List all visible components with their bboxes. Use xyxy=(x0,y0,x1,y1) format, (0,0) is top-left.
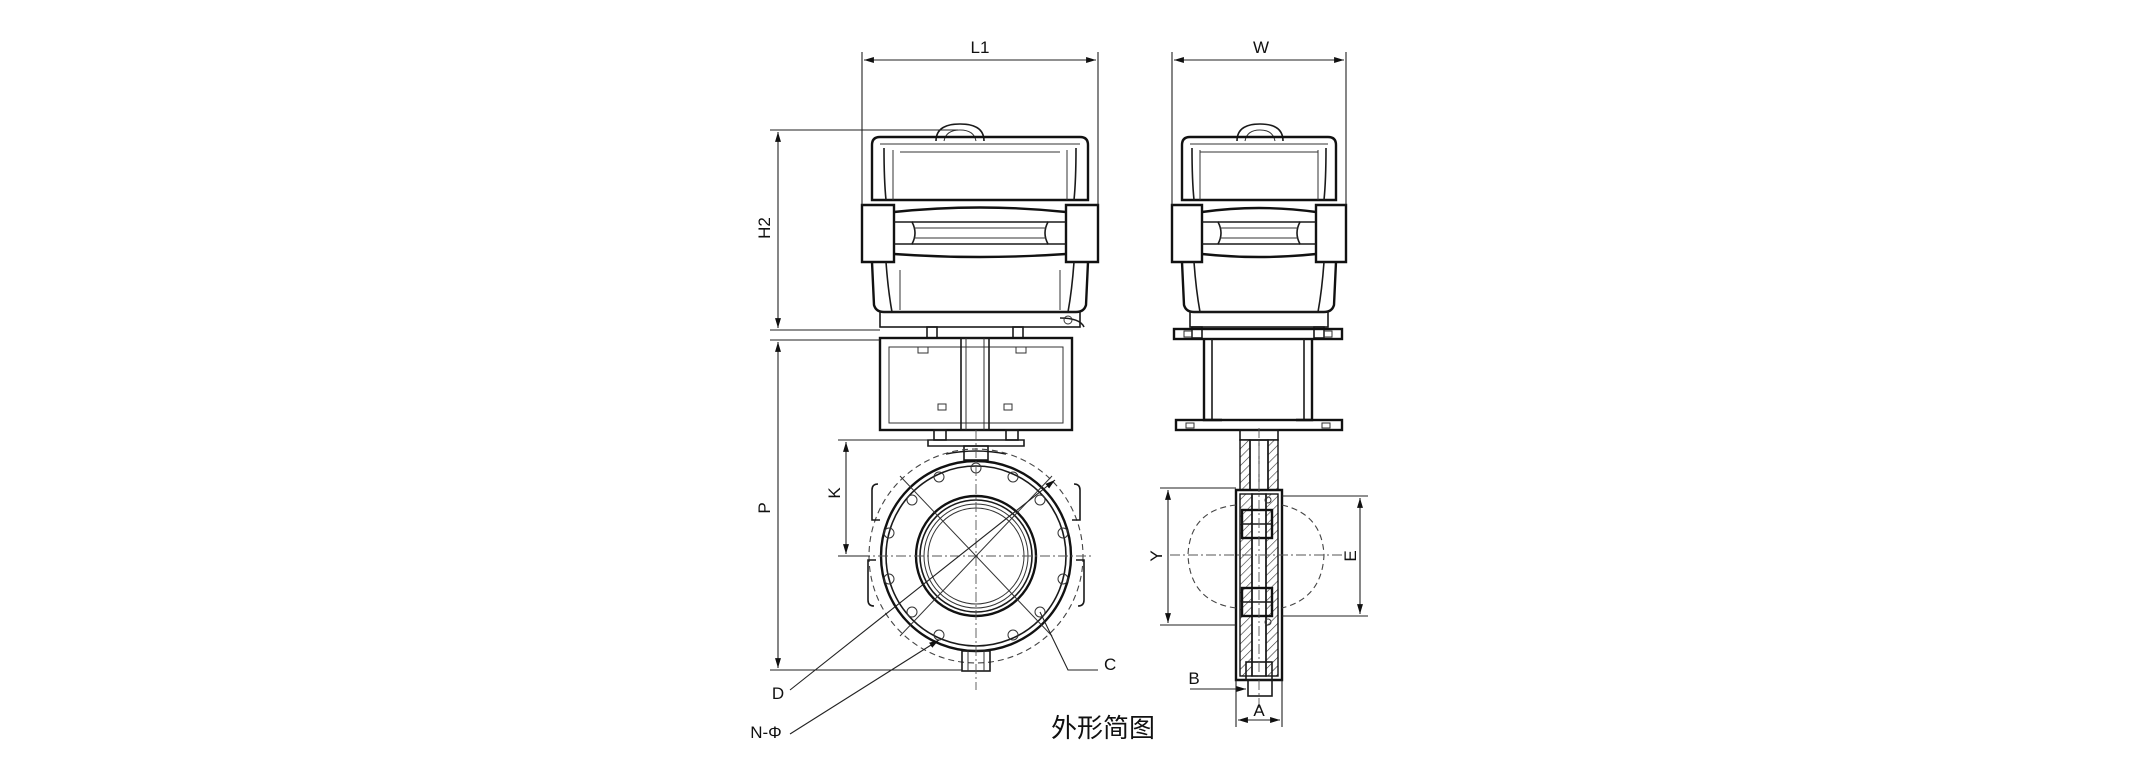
label-n-phi: N-Φ xyxy=(750,723,782,742)
side-actuator-housing xyxy=(1170,123,1348,328)
label-p: P xyxy=(755,502,774,513)
label-l1: L1 xyxy=(971,38,990,57)
front-valve-body xyxy=(860,430,1092,690)
dimension-a: A xyxy=(1235,680,1283,727)
dimension-k: K xyxy=(825,439,930,557)
side-mounting-bracket xyxy=(1172,326,1344,432)
side-view: W Y E B A xyxy=(1147,38,1368,727)
front-actuator-housing xyxy=(860,123,1100,328)
label-k: K xyxy=(825,487,844,499)
label-d: D xyxy=(772,684,784,703)
label-h2: H2 xyxy=(755,217,774,239)
label-w: W xyxy=(1253,38,1269,57)
dimension-p: P xyxy=(755,339,962,671)
dimension-w: W xyxy=(1171,38,1347,205)
drawing-caption: 外形简图 xyxy=(1051,714,1155,744)
front-bolt-holes xyxy=(883,462,1069,641)
dimension-b: B xyxy=(1188,669,1246,692)
dimension-h2: H2 xyxy=(755,129,958,331)
dimension-l1: L1 xyxy=(861,38,1099,205)
label-c: C xyxy=(1104,655,1116,674)
label-y: Y xyxy=(1147,550,1166,561)
leader-n-phi: N-Φ xyxy=(750,639,940,742)
dimension-e: E xyxy=(1282,495,1368,617)
leader-c: C xyxy=(1039,611,1116,674)
front-view: L1 H2 P K D N xyxy=(750,38,1116,742)
label-b: B xyxy=(1188,669,1199,688)
label-e: E xyxy=(1341,550,1360,561)
side-valve-body-section xyxy=(1170,428,1345,710)
label-a: A xyxy=(1253,701,1265,720)
leader-d: D xyxy=(772,479,1056,703)
dimension-y: Y xyxy=(1147,487,1236,626)
